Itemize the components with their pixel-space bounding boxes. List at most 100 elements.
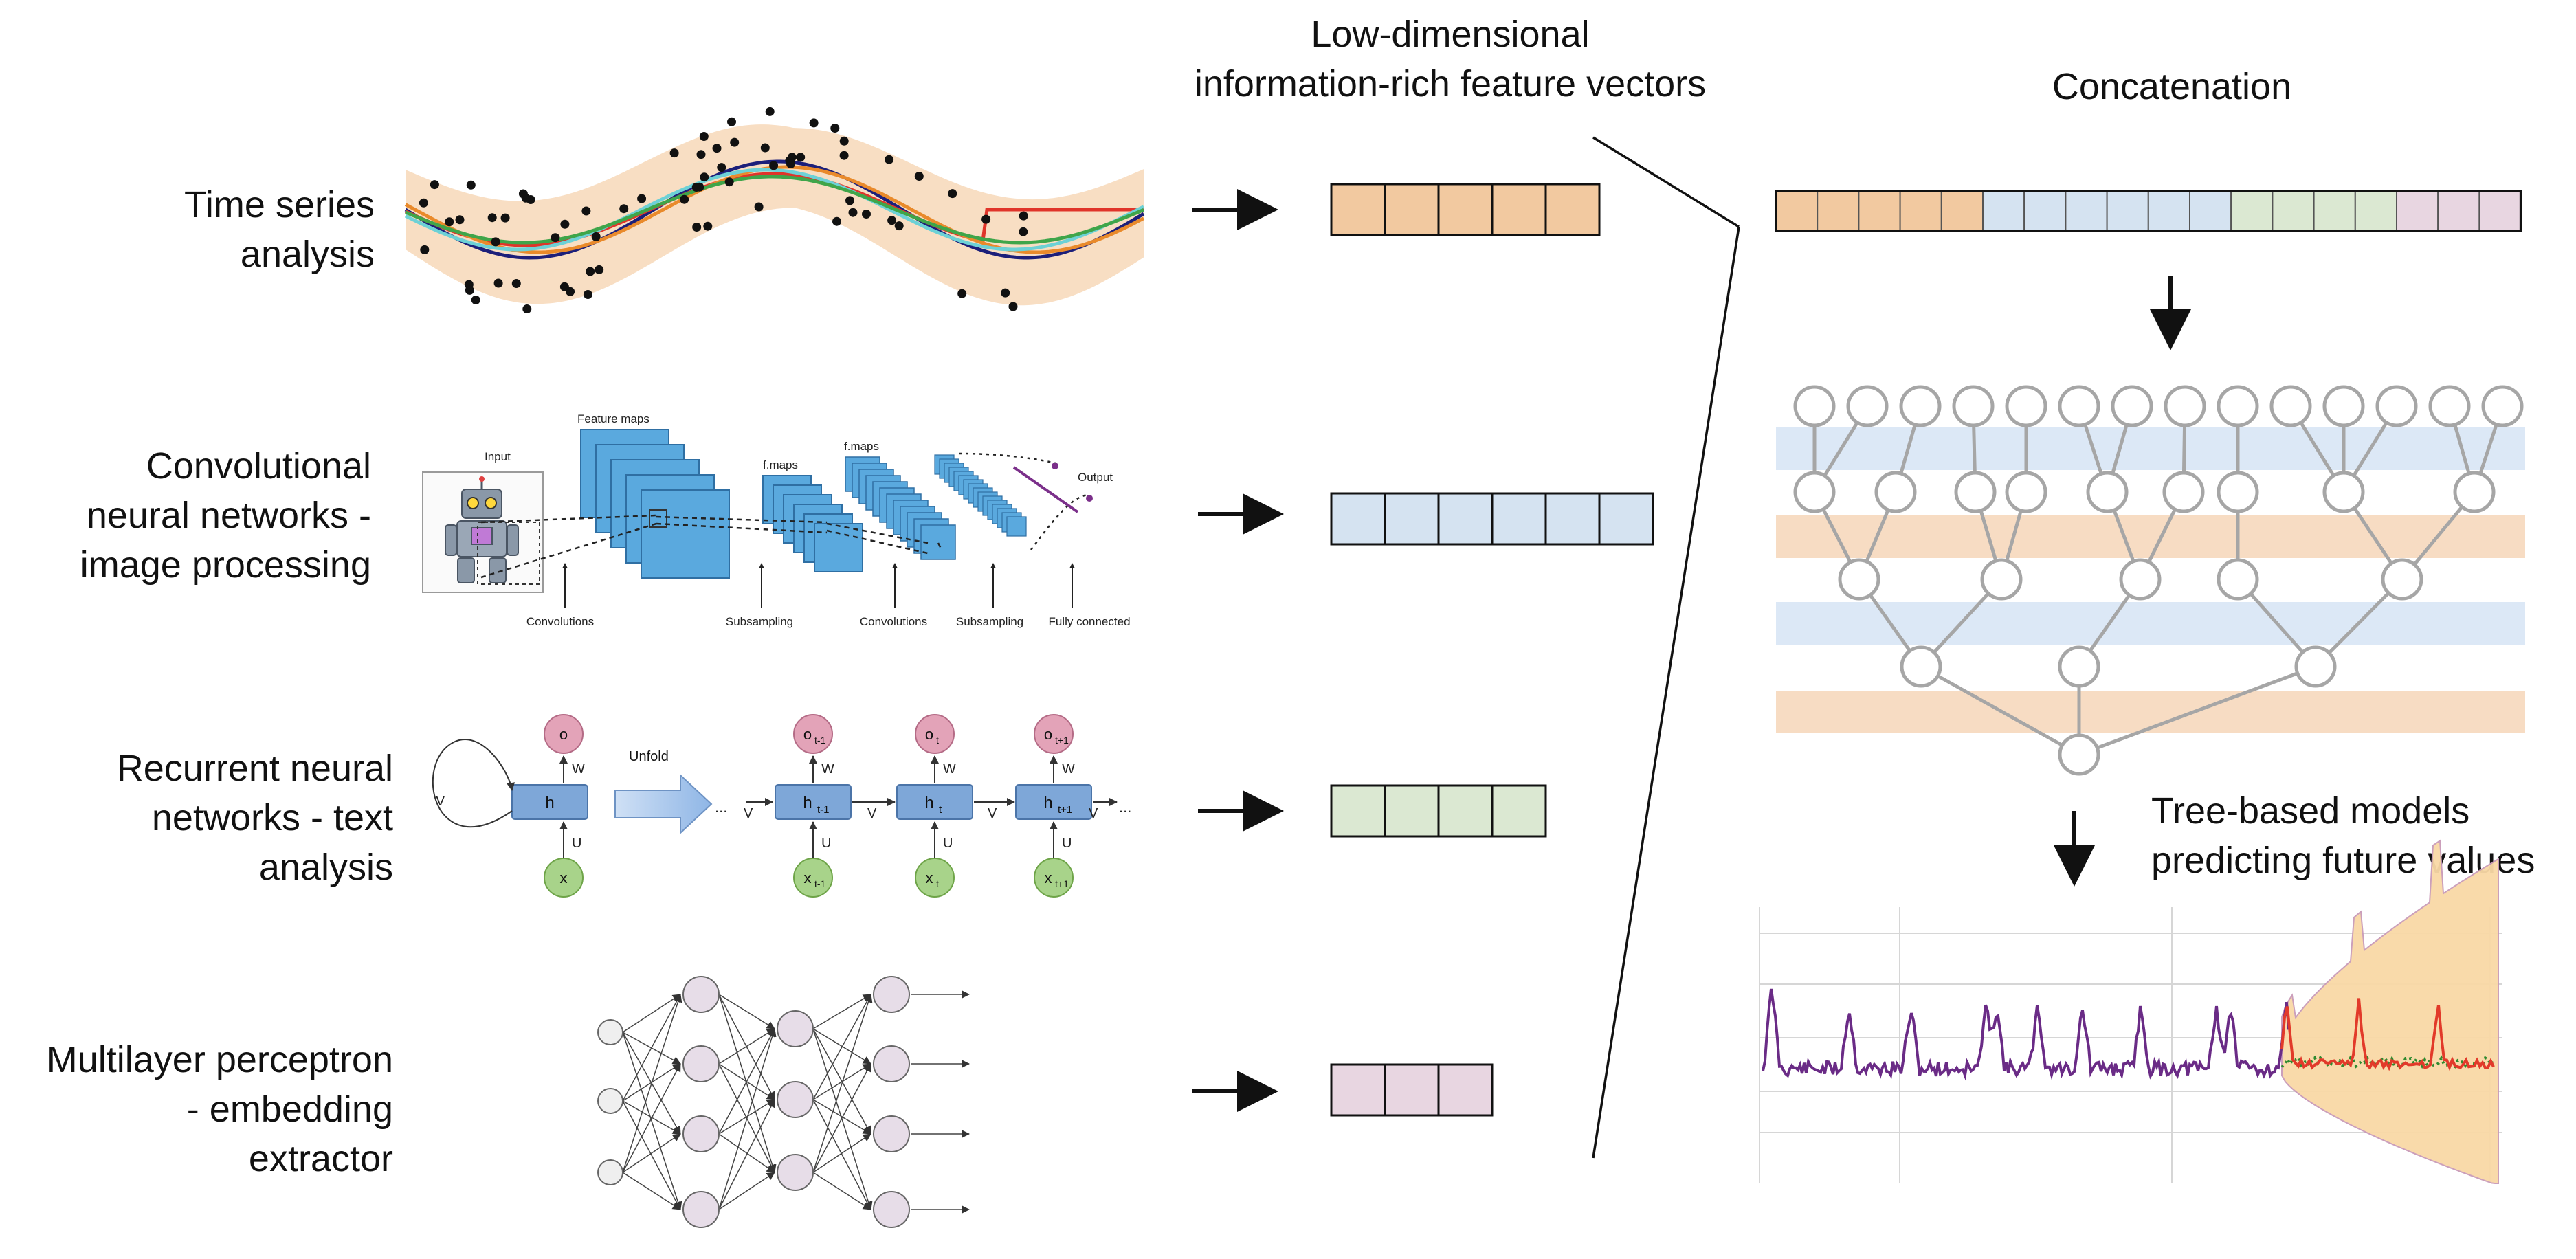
mlp-edge — [812, 1133, 871, 1173]
vector-cell — [1384, 1063, 1440, 1117]
observation-point — [692, 223, 702, 232]
tree-node — [2269, 385, 2312, 427]
observation-point — [591, 232, 601, 241]
header-line: predicting future values — [2151, 840, 2535, 881]
rnn-weight-label: U — [821, 836, 831, 851]
concat-cell — [2147, 190, 2191, 232]
concat-cell — [2354, 190, 2398, 232]
tree-node — [2453, 471, 2496, 513]
mlp-edge — [622, 994, 682, 1173]
concat-cell — [2106, 190, 2149, 232]
tree-node — [2322, 471, 2365, 513]
vector-cell — [1330, 784, 1386, 838]
observation-point — [845, 196, 854, 205]
observation-point — [885, 155, 894, 164]
tree-node — [2217, 471, 2259, 513]
cnn-diagram: Input Feature maps f.maps f.maps Output — [422, 412, 1131, 628]
feature-vectors — [1330, 183, 1654, 1117]
tree-node — [1954, 471, 1997, 513]
observation-point — [522, 304, 532, 313]
mlp-edge — [622, 994, 681, 1033]
observation-point — [717, 163, 726, 172]
receptive-field-lines — [480, 452, 1090, 579]
observation-point — [724, 177, 734, 187]
tree-node — [2294, 645, 2337, 688]
tree-node — [2164, 385, 2206, 427]
subscript: t+1 — [1055, 735, 1069, 746]
tree-node — [1874, 471, 1917, 513]
mlp-edge — [812, 994, 873, 1173]
rnn-weight-label: V — [988, 806, 997, 821]
tree-node — [1900, 645, 1942, 688]
vector-cell — [1491, 784, 1547, 838]
time-series-curve — [404, 168, 1145, 252]
tree-node — [1838, 558, 1880, 601]
cnn-stage-label: Convolutions — [526, 615, 594, 628]
observation-point — [700, 172, 709, 182]
tree-node — [1793, 471, 1836, 513]
tree-node — [1793, 385, 1836, 427]
depth-band — [1776, 515, 2525, 558]
vector-cell — [1330, 492, 1386, 546]
observation-point — [559, 282, 569, 291]
concat-cell — [2023, 190, 2067, 232]
rnn-output-node — [1034, 714, 1074, 754]
observation-point — [769, 161, 779, 170]
label-mlp: Multilayer perceptron - embedding extrac… — [0, 1035, 393, 1183]
observation-point — [832, 216, 841, 226]
rnn-dots: ... — [1119, 799, 1131, 816]
observation-point — [511, 279, 521, 288]
mlp-edge — [622, 994, 681, 1102]
rnn-input-node — [915, 858, 955, 898]
concat-cell — [1817, 190, 1860, 232]
label-cnn: Convolutional neural networks - image pr… — [0, 441, 371, 590]
rnn-hidden-node — [896, 784, 973, 820]
rnn-input-node-label: x — [804, 869, 812, 887]
mlp-diagram — [597, 976, 970, 1228]
mlp-edge — [622, 1172, 681, 1210]
tree-node — [2381, 558, 2423, 601]
tree-node — [2119, 558, 2162, 601]
observation-point — [887, 216, 897, 225]
observation-point — [981, 214, 991, 224]
rnn-hidden-node-label: h — [803, 794, 812, 812]
tree-node — [2322, 385, 2365, 427]
mlp-edge — [622, 1133, 681, 1173]
observation-point — [760, 143, 770, 153]
concat-frame — [1775, 190, 2522, 232]
rnn-hidden-folded — [511, 784, 588, 820]
prediction-series — [2280, 998, 2495, 1071]
rnn-weight-label: U — [1062, 836, 1072, 851]
mlp-edge — [812, 994, 871, 1100]
subscript: t — [936, 735, 939, 746]
time-series-curve — [405, 175, 1144, 245]
tree-edge — [2078, 665, 2316, 757]
cnn-stage-label: Subsampling — [726, 615, 793, 628]
cnn-feature-maps-label: Feature maps — [577, 412, 649, 425]
observation-point — [619, 204, 629, 214]
recurrent-loop — [432, 739, 515, 828]
rnn-output-node — [793, 714, 833, 754]
mlp-node — [873, 1191, 910, 1228]
concat-cell — [2230, 190, 2274, 232]
header-line: information-rich feature vectors — [1194, 63, 1707, 104]
concat-cell — [2272, 190, 2315, 232]
rnn-weight-label: W — [821, 761, 834, 777]
cnn-fmaps-label: f.maps — [763, 458, 798, 471]
observation-point — [1008, 302, 1018, 311]
vector-cell — [1437, 1063, 1494, 1117]
tree-node — [2058, 733, 2100, 776]
vector-cell — [1437, 492, 1494, 546]
tree-node — [1899, 385, 1942, 427]
subscript: t — [936, 878, 939, 889]
mlp-edge — [812, 1099, 871, 1135]
tree-node — [1846, 385, 1889, 427]
observation-point — [862, 210, 871, 219]
mlp-edge — [718, 1133, 775, 1173]
bracket-lines — [1592, 136, 1740, 1159]
rnn-hidden-node — [1015, 784, 1092, 820]
section-arrows — [1192, 189, 1284, 1112]
tree-node — [2005, 471, 2047, 513]
label-line: image processing — [80, 544, 371, 586]
